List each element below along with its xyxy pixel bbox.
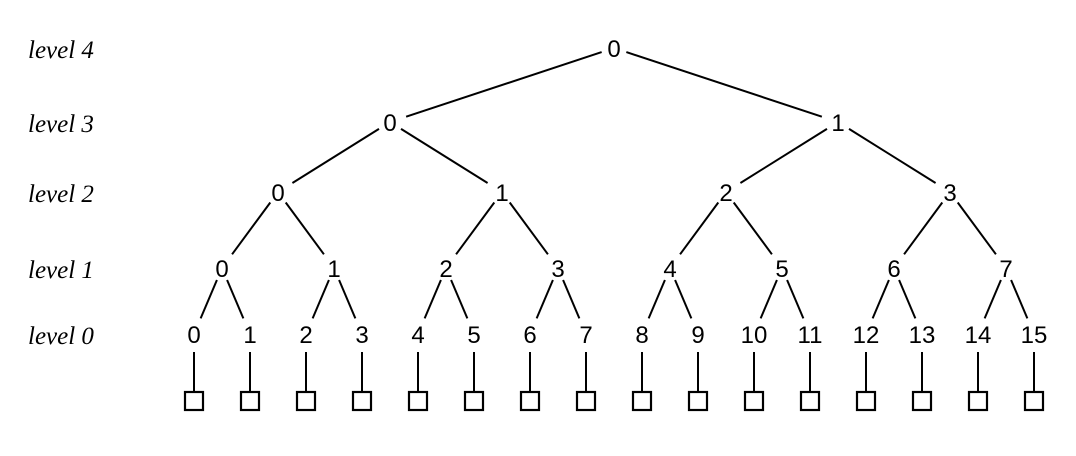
level-label-2: level 2 (28, 181, 94, 208)
tree-node-level1-4[interactable]: 4 (663, 256, 676, 283)
leaf-box[interactable] (855, 390, 877, 412)
tree-edge (848, 128, 937, 184)
leaf-box-layer (183, 390, 1045, 412)
tree-edge (871, 279, 890, 319)
tree-node-level3-1[interactable]: 1 (831, 110, 844, 137)
tree-edge (226, 279, 245, 319)
tree-edge (284, 201, 325, 255)
level-label-3: level 3 (28, 111, 94, 138)
leaf-box[interactable] (183, 390, 205, 412)
tree-edge (338, 279, 357, 319)
tree-edge (739, 128, 828, 184)
level-label-1: level 1 (28, 257, 94, 284)
leaf-box[interactable] (743, 390, 765, 412)
tree-node-level1-3[interactable]: 3 (551, 256, 564, 283)
tree-edge (311, 279, 330, 319)
tree-edge (423, 279, 442, 319)
tree-node-level0-14[interactable]: 14 (965, 322, 992, 349)
tree-node-level0-8[interactable]: 8 (635, 322, 648, 349)
tree-edge (956, 201, 997, 255)
level-label-layer: level 4 level 3 level 2 level 1 level 0 (28, 37, 94, 350)
tree-node-level0-12[interactable]: 12 (853, 322, 880, 349)
tree-node-level2-2[interactable]: 2 (719, 180, 732, 207)
leaf-box[interactable] (911, 390, 933, 412)
leaf-stem-layer (193, 352, 1035, 392)
tree-node-level1-5[interactable]: 5 (775, 256, 788, 283)
tree-edge (231, 201, 272, 255)
tree-node-level1-0[interactable]: 0 (215, 256, 228, 283)
tree-node-level0-0[interactable]: 0 (187, 322, 200, 349)
tree-edge (732, 201, 773, 255)
level-label-4: level 4 (28, 37, 94, 64)
leaf-box[interactable] (351, 390, 373, 412)
tree-edge (562, 279, 581, 319)
tree-node-level4-0[interactable]: 0 (607, 36, 620, 63)
tree-edge (626, 51, 823, 118)
tree-edge (898, 279, 917, 319)
tree-edge (405, 51, 602, 118)
leaf-box[interactable] (463, 390, 485, 412)
tree-edge (903, 201, 944, 255)
tree-edge (786, 279, 805, 319)
leaf-box[interactable] (519, 390, 541, 412)
tree-node-level0-7[interactable]: 7 (579, 322, 592, 349)
tree-node-level2-0[interactable]: 0 (271, 180, 284, 207)
tree-node-level2-1[interactable]: 1 (495, 180, 508, 207)
tree-edge (535, 279, 554, 319)
edge-layer (199, 51, 1029, 319)
tree-node-level0-5[interactable]: 5 (467, 322, 480, 349)
tree-edge (199, 279, 218, 319)
tree-edge (400, 128, 489, 184)
tree-edge (1010, 279, 1029, 319)
leaf-box[interactable] (575, 390, 597, 412)
level-label-0: level 0 (28, 323, 94, 350)
tree-node-level2-3[interactable]: 3 (943, 180, 956, 207)
tree-node-level0-3[interactable]: 3 (355, 322, 368, 349)
tree-edge (291, 128, 380, 184)
tree-edge (759, 279, 778, 319)
tree-node-level0-4[interactable]: 4 (411, 322, 424, 349)
tree-edge (674, 279, 693, 319)
leaf-box[interactable] (967, 390, 989, 412)
tree-node-level1-2[interactable]: 2 (439, 256, 452, 283)
leaf-box[interactable] (239, 390, 261, 412)
tree-node-level0-10[interactable]: 10 (741, 322, 768, 349)
tree-edge (508, 201, 549, 255)
tree-node-level0-11[interactable]: 11 (798, 322, 823, 349)
leaf-box[interactable] (631, 390, 653, 412)
tree-node-level0-6[interactable]: 6 (523, 322, 536, 349)
tree-edge (647, 279, 666, 319)
tree-node-level1-6[interactable]: 6 (887, 256, 900, 283)
leaf-box[interactable] (407, 390, 429, 412)
tree-edge (455, 201, 496, 255)
tree-node-level0-9[interactable]: 9 (691, 322, 704, 349)
tree-node-level0-2[interactable]: 2 (299, 322, 312, 349)
leaf-box[interactable] (799, 390, 821, 412)
tree-edge (679, 201, 720, 255)
tree-node-level0-1[interactable]: 1 (243, 322, 256, 349)
tree-node-level1-7[interactable]: 7 (999, 256, 1012, 283)
leaf-box[interactable] (687, 390, 709, 412)
tree-node-level0-15[interactable]: 15 (1021, 322, 1048, 349)
tree-node-level3-0[interactable]: 0 (383, 110, 396, 137)
leaf-box[interactable] (295, 390, 317, 412)
tree-node-level1-1[interactable]: 1 (327, 256, 340, 283)
tree-node-level0-13[interactable]: 13 (909, 322, 936, 349)
tree-edge (983, 279, 1002, 319)
leaf-box[interactable] (1023, 390, 1045, 412)
tree-edge (450, 279, 469, 319)
